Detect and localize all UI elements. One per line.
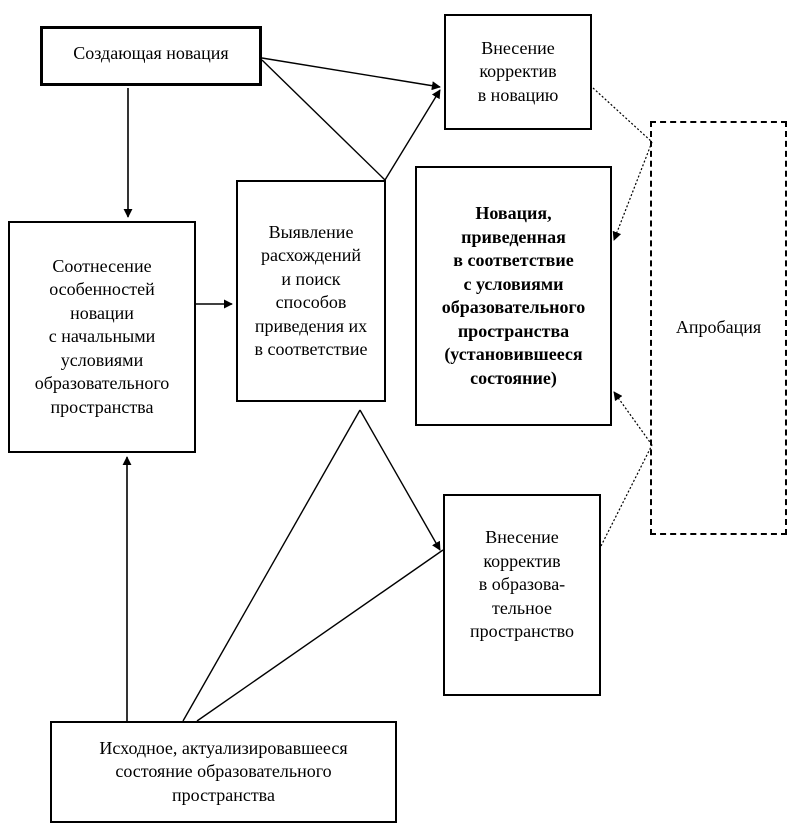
- line-sozdayushchaya-to-vnesenie-novaciyu: [261, 57, 441, 91]
- line-iskhodnoe-to-vnesenie-prostranstvo: [196, 549, 444, 722]
- node-iskhodnoe-sostoyanie: Исходное, актуализировавшееся состояние …: [50, 721, 397, 823]
- node-aprobaciya: Апробация: [650, 121, 787, 535]
- node-label: Новация, приведенная в соответствие с ус…: [441, 203, 586, 388]
- node-label: Создающая новация: [73, 43, 229, 64]
- dotted-vnesenie-novaciyu-to-aprobaciya: [592, 87, 653, 143]
- node-label: Апробация: [675, 317, 762, 338]
- line-iskhodnoe-to-vyyavlenie-apex: [182, 409, 361, 722]
- node-label: Внесение корректив в новацию: [477, 37, 559, 105]
- line-sozdayushchaya-to-vyyavlenie-apex: [261, 59, 386, 181]
- dotted-aprobaciya-to-novacii-top: [612, 141, 653, 241]
- dotted-aprobaciya-to-novacii-bottom: [613, 391, 653, 446]
- node-novacii-privedennaya: Новация, приведенная в соответствие с ус…: [415, 166, 612, 426]
- node-vnesenie-korrektiv-v-novaciyu: Внесение корректив в новацию: [444, 14, 592, 130]
- arrow-vyyavlenie-to-vnesenie-prostranstvo: [359, 409, 441, 551]
- dotted-vnesenie-prostranstvo-to-aprobaciya: [600, 444, 653, 547]
- arrow-vyyavlenie-to-vnesenie-novaciyu: [384, 89, 441, 181]
- node-sootnesenie: Соотнесение особенностей новации с начал…: [8, 221, 196, 453]
- node-vyyavlenie: Выявление расхождений и поиск способов п…: [236, 180, 386, 402]
- node-label: Внесение корректив в образова- тельное п…: [469, 527, 574, 642]
- node-vnesenie-korrektiv-v-prostranstvo: Внесение корректив в образова- тельное п…: [443, 494, 601, 696]
- node-label: Выявление расхождений и поиск способов п…: [254, 221, 368, 360]
- node-sozdayushchaya-novaciya: Создающая новация: [40, 26, 262, 86]
- node-label: Соотнесение особенностей новации с начал…: [34, 255, 170, 417]
- node-label: Исходное, актуализировавшееся состояние …: [99, 737, 348, 805]
